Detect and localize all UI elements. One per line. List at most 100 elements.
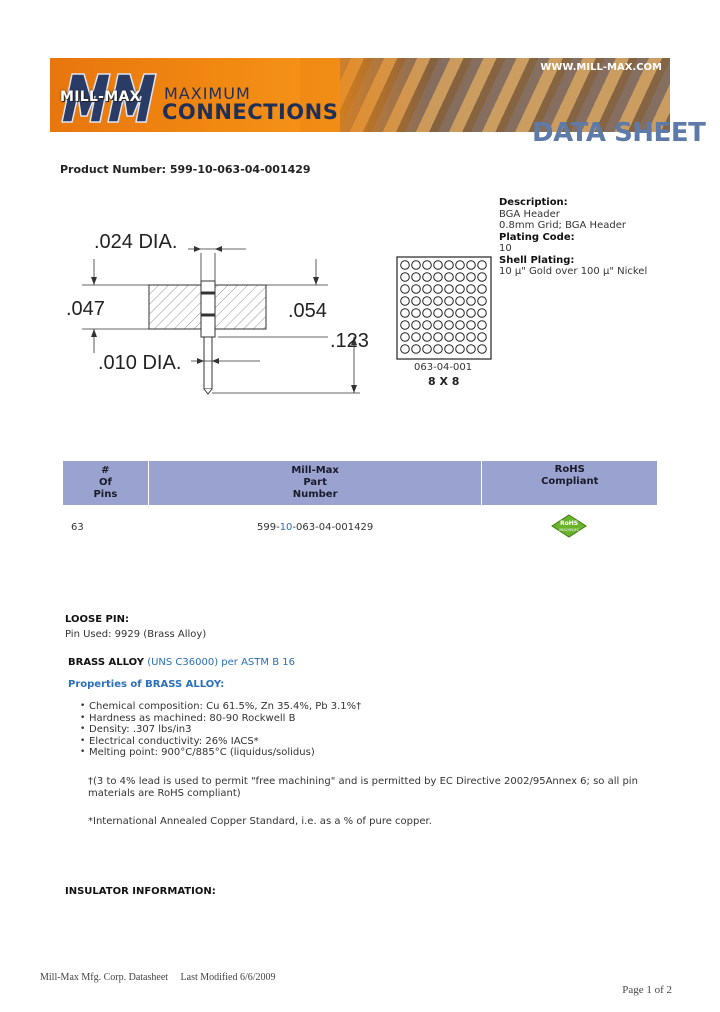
pin-position	[433, 332, 443, 342]
pin-dimension-drawing: .024 DIA. .047 .054 .123 .010 DIA.	[66, 231, 369, 395]
list-item: Density: .307 lbs/in3	[78, 724, 361, 736]
description-line-1: BGA Header	[499, 208, 560, 220]
pin-position	[422, 332, 432, 342]
pin-position	[477, 296, 487, 306]
pin-position	[422, 344, 432, 354]
banner-fade	[300, 58, 430, 132]
pin-position	[455, 344, 465, 354]
rohs-compliant-icon: RoHS 2002/95/EC	[551, 513, 588, 538]
description-line-2: 0.8mm Grid; BGA Header	[499, 220, 626, 231]
list-item: Melting point: 900°C/885°C (liquidus/sol…	[78, 747, 361, 759]
brass-heading: BRASS ALLOY	[68, 657, 145, 668]
cell-pins: 63	[71, 521, 84, 533]
pin-position	[444, 272, 454, 282]
pin-position	[411, 296, 421, 306]
rohs-badge-subtext: 2002/95/EC	[559, 528, 580, 532]
header-rohs-line: Compliant	[541, 476, 599, 487]
banner-tagline-maximum: MAXIMUM	[164, 84, 251, 103]
loose-pin-heading: LOOSE PIN:	[65, 614, 129, 625]
header-pins: # Of Pins	[63, 461, 149, 505]
table-header-row: # Of Pins Mill-Max Part Number RoHS Comp…	[63, 461, 657, 505]
pin-position	[422, 260, 432, 270]
shell-plating-label: Shell Plating:	[499, 254, 575, 266]
pin-position	[411, 284, 421, 294]
pin-position	[400, 284, 410, 294]
list-item: Hardness as machined: 80-90 Rockwell B	[78, 713, 361, 725]
product-number: Product Number: 599-10-063-04-001429	[60, 163, 311, 176]
pin-used: Pin Used: 9929 (Brass Alloy)	[65, 629, 207, 640]
lead-note: †(3 to 4% lead is used to permit "free m…	[88, 776, 638, 799]
pin-position	[411, 308, 421, 318]
pin-position	[433, 308, 443, 318]
plating-code-value: 10	[499, 243, 512, 254]
website-link[interactable]: WWW.MILL-MAX.COM	[540, 62, 662, 73]
pin-position	[433, 296, 443, 306]
dim-047: .047	[66, 298, 105, 320]
pin-position	[466, 272, 476, 282]
pin-position	[444, 332, 454, 342]
header-part-line: Part	[303, 477, 327, 488]
pin-position	[444, 260, 454, 270]
mill-max-logo-text: MILL-MAX	[60, 89, 141, 105]
dim-024-dia: .024 DIA.	[94, 231, 177, 253]
pin-position	[477, 272, 487, 282]
mill-max-logo-icon	[61, 73, 157, 123]
pin-position	[433, 344, 443, 354]
grid-part-label: 063-04-001	[414, 362, 473, 373]
pin-position	[433, 284, 443, 294]
pin-position	[422, 296, 432, 306]
header-rohs: RoHS Compliant	[481, 461, 657, 505]
pin-position	[411, 260, 421, 270]
header-rohs-line: RoHS	[554, 464, 585, 475]
pin-position	[477, 332, 487, 342]
pin-position	[455, 320, 465, 330]
pin-position	[444, 284, 454, 294]
brass-alloy-line: BRASS ALLOY (UNS C36000) per ASTM B 16	[68, 657, 295, 669]
part-table: # Of Pins Mill-Max Part Number RoHS Comp…	[63, 461, 657, 549]
pin-position	[455, 284, 465, 294]
pin-position	[400, 260, 410, 270]
header-part-line: Mill-Max	[291, 465, 339, 476]
cell-part-number: 599-10-063-04-001429	[148, 505, 482, 549]
pin-position	[400, 308, 410, 318]
pin-position	[466, 308, 476, 318]
pin-position	[444, 344, 454, 354]
header-part-line: Number	[292, 489, 338, 500]
plating-code-label: Plating Code:	[499, 231, 575, 243]
insulator-heading: INSULATOR INFORMATION:	[65, 886, 216, 897]
pin-position	[466, 332, 476, 342]
shell-plating-value: 10 µ" Gold over 100 µ" Nickel	[499, 266, 648, 277]
pin-position	[466, 260, 476, 270]
pin-position	[477, 344, 487, 354]
brass-spec-link[interactable]: (UNS C36000) per ASTM B 16	[147, 657, 295, 668]
properties-heading: Properties of BRASS ALLOY:	[68, 679, 225, 690]
pin-position	[455, 272, 465, 282]
pin-position	[477, 284, 487, 294]
pin-position	[433, 272, 443, 282]
cell-rohs: RoHS 2002/95/EC	[482, 505, 657, 549]
list-item: Chemical composition: Cu 61.5%, Zn 35.4%…	[78, 701, 361, 713]
pin-position	[411, 320, 421, 330]
part-suffix: -063-04-001429	[292, 521, 374, 533]
product-info: Description: BGA Header 0.8mm Grid; BGA …	[499, 197, 647, 278]
footer-left: Mill-Max Mfg. Corp. Datasheet Last Modif…	[40, 972, 276, 983]
header-pins-line: Pins	[93, 489, 118, 500]
pin-position	[433, 260, 443, 270]
pin-position	[400, 296, 410, 306]
pin-position	[444, 320, 454, 330]
list-item: Electrical conductivity: 26% IACS*	[78, 736, 361, 748]
part-code-link[interactable]: 10	[279, 521, 293, 533]
page-number: Page 1 of 2	[622, 984, 672, 996]
table-row: 63 599-10-063-04-001429 RoHS 2002/95/EC	[63, 505, 657, 549]
iacs-note: *International Annealed Copper Standard,…	[88, 816, 432, 827]
pin-position	[455, 308, 465, 318]
pin-position	[477, 308, 487, 318]
pin-position	[455, 296, 465, 306]
dim-054: .054	[288, 300, 327, 322]
header-pins-line: Of	[98, 477, 112, 488]
pin-position	[411, 332, 421, 342]
rohs-badge-text: RoHS	[560, 520, 578, 527]
banner-tagline-connections: CONNECTIONS	[162, 100, 339, 124]
pin-position	[400, 320, 410, 330]
description-label: Description:	[499, 197, 568, 208]
